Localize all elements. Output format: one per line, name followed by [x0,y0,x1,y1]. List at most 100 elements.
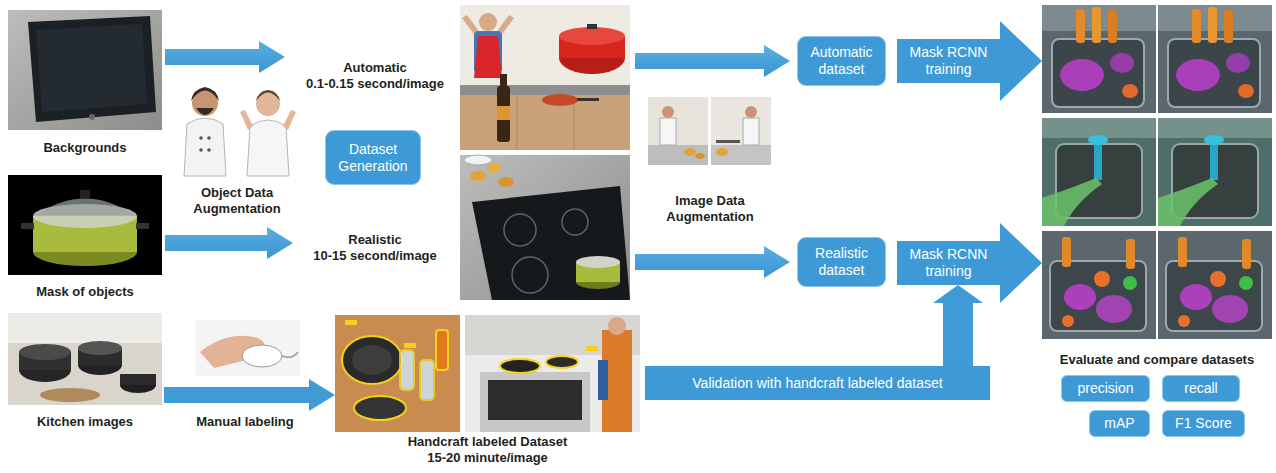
image-panel: Image Data Augmentation [645,95,775,225]
node-text: Automatic dataset [801,44,882,78]
object-augmentation-photos [256,90,280,101]
result-photos [1158,5,1272,113]
handcraft-photos [598,360,608,400]
kitchen-photo [78,341,122,355]
image-panel: Handcraft labeled Dataset15-20 minute/im… [335,313,640,466]
object-augmentation-photos [238,78,300,176]
mouse-photo [282,352,298,357]
realistic-sample-photo [512,257,548,293]
flow-arrows [165,41,790,278]
automatic-sample-photo [474,36,502,78]
automatic-sample-photo [460,5,630,150]
flow-label: 0.1-0.15 second/image [291,76,459,92]
image-panel: Backgrounds [6,10,164,156]
flow-arrows [635,246,790,278]
mask-photo [8,175,162,275]
image-augmentation-photos [648,97,771,165]
mouse-photo [195,320,300,376]
caption-text: Backgrounds [43,140,126,156]
kitchen-photo [19,344,71,360]
node-text: Mask RCNN training [900,246,997,280]
image-augmentation-photos [716,140,740,143]
result-photos [1042,231,1156,339]
object-augmentation-photos [247,120,289,176]
object-augmentation-photos [283,110,296,130]
realistic-sample-photo [472,186,630,300]
validation-band: Validation with handcraft labeled datase… [645,366,990,400]
result-photos [1042,5,1272,339]
object-augmentation-photos [184,118,226,176]
automatic-sample-photo [577,98,599,101]
image-augmentation-photos [684,148,696,156]
metric-box: mAP [1089,410,1150,437]
realistic-sample-photo [576,256,620,268]
mouse-photo [242,345,282,367]
handcraft-photos [404,343,416,348]
mask-photo [80,190,90,198]
image-augmentation-photos [660,118,676,145]
flow-label: Automatic [291,60,459,76]
result-photos [1158,118,1272,226]
realistic-sample-photo [562,209,588,235]
automatic-sample-photo [498,15,514,34]
handcraft-photos [608,317,626,335]
object-augmentation-photos [176,78,234,176]
automatic-sample-photo [462,15,478,34]
metric-box: recall [1162,375,1240,402]
image-panel: Kitchen images [6,313,164,430]
training-arrow: Mask RCNN training [897,241,1000,285]
caption-text: 15-20 minute/image [427,450,548,466]
image-augmentation-photos [695,153,705,159]
mouse-photo [195,320,300,376]
object-augmentation-photos [199,148,203,152]
image-augmentation-photos [711,97,771,165]
flow-arrows [635,45,790,77]
node-text: Mask RCNN training [900,44,997,78]
object-augmentation-photos [191,87,219,101]
caption-text: Kitchen images [37,414,133,430]
automatic-sample-photo [460,5,630,150]
backgrounds-photo [8,10,162,130]
automatic-sample-photo [587,24,597,29]
object-augmentation-photos [207,148,211,152]
caption-text: Mask of objects [36,284,134,300]
handcraft-photos [354,396,406,420]
dataset-box: Automatic dataset [797,36,886,86]
realistic-sample-photo [504,214,536,246]
kitchen-photo [120,374,156,385]
caption-text: Image Data Augmentation [645,193,775,225]
training-arrow-shape [897,223,1042,303]
image-panel: Evaluate and compare datasets [1040,3,1274,368]
dataset-box: Realistic dataset [797,237,886,287]
automatic-sample-photo [479,13,497,31]
image-augmentation-photos [648,145,708,165]
handcraft-photos [352,345,392,375]
automatic-sample-photo [500,74,507,88]
caption-text: Handcraft labeled Dataset [408,434,568,450]
caption-text: Object Data Augmentation [172,185,302,217]
handcraft-photos [586,346,598,351]
object-augmentation-photos [199,136,203,140]
automatic-sample-photo [517,95,518,150]
handcraft-photos [436,330,448,370]
image-panel: Object Data Augmentation [172,75,302,217]
metric-box: precision [1061,375,1150,402]
object-augmentation-photos [207,136,211,140]
image-augmentation-photos [662,106,674,118]
handcraft-photos [342,336,402,384]
mask-photo [8,175,162,275]
mask-photo [21,223,34,229]
training-arrow-shape [897,21,1042,101]
result-photos [1042,5,1156,113]
node-text: recall [1184,380,1217,397]
handcraft-photos [488,380,582,420]
node-text: Validation with handcraft labeled datase… [692,375,942,392]
automatic-sample-photo [497,106,510,120]
kitchen-photo [8,313,162,343]
realistic-sample-photo [460,155,630,300]
kitchen-photo [8,313,162,405]
flow-arrow [164,379,335,411]
image-augmentation-photos [711,145,771,165]
